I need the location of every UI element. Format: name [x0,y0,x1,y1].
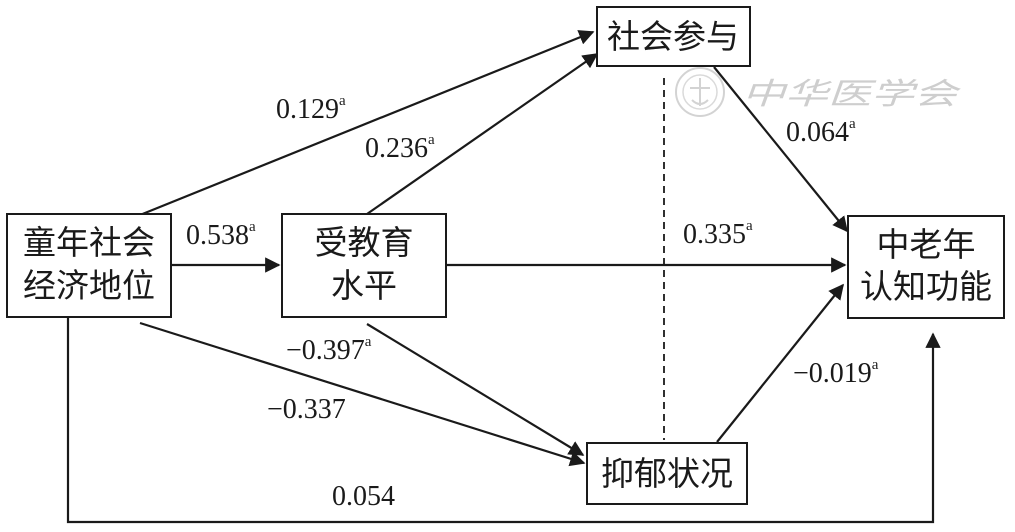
svg-text:中华医学会: 中华医学会 [742,77,961,112]
node-depression: 抑郁状况 [586,442,748,505]
node-education-line1: 受教育 [315,223,414,262]
node-education: 受教育 水平 [281,213,447,318]
coef-ses-cognition: 0.054 [332,481,395,512]
coef-ses-social: 0.129a [276,93,346,125]
edge-ses-to-cognition [66,318,941,524]
node-education-line2: 水平 [331,266,397,305]
node-social-participation: 社会参与 [596,6,751,67]
edge-social-to-cognition [713,66,848,233]
node-cognition-line1: 中老年 [877,225,976,264]
node-childhood-ses-line1: 童年社会 [23,223,155,262]
coef-edu-depression: −0.397a [286,334,372,366]
edge-depression-to-cognition [716,283,844,443]
node-childhood-ses-line2: 经济地位 [23,266,155,305]
coef-social-cognition: 0.064a [786,116,856,148]
watermark-logo: 中华医学会 [675,67,961,117]
node-social-participation-label: 社会参与 [607,17,739,56]
node-cognition: 中老年 认知功能 [847,215,1005,319]
edge-edu-to-depression [366,323,585,456]
node-depression-label: 抑郁状况 [601,454,733,493]
node-childhood-ses: 童年社会 经济地位 [6,213,172,318]
coef-ses-depression: −0.337 [267,394,346,425]
edge-ses-to-social [139,30,595,217]
coef-edu-social: 0.236a [365,132,435,164]
coef-edu-cognition: 0.335a [683,218,753,250]
edge-edu-to-social [366,53,599,215]
node-cognition-line2: 认知功能 [860,267,992,306]
edge-ses-to-depression [139,321,586,467]
coef-ses-edu: 0.538a [186,219,256,251]
coef-depression-cognition: −0.019a [793,357,879,389]
